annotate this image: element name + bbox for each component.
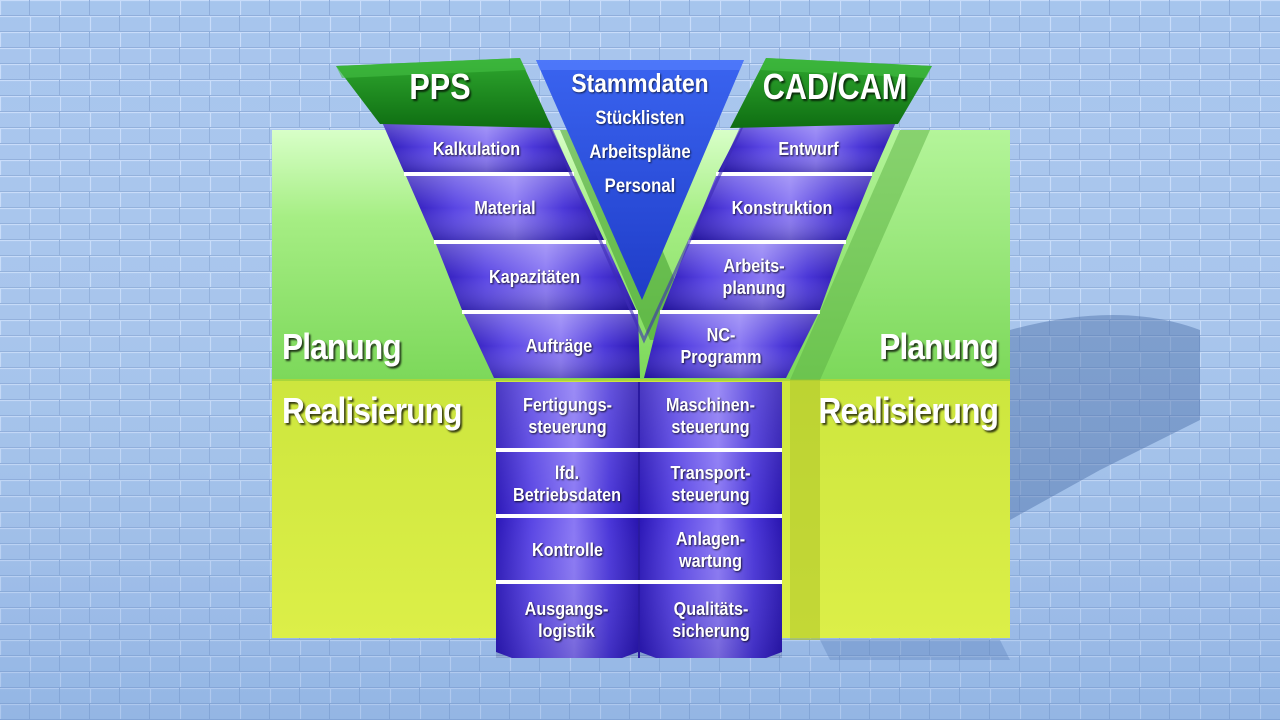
cadcam-item-work-planning: Arbeits- planung — [722, 256, 786, 298]
pps-arm — [382, 122, 640, 378]
realization-label-left: Realisierung — [282, 390, 462, 431]
pps-item-costing: Kalkulation — [433, 139, 521, 159]
master-data-item: Arbeitspläne — [589, 142, 691, 163]
planning-label-right: Planung — [879, 326, 999, 367]
trunk-right-item: Qualitäts- sicherung — [672, 599, 750, 641]
cadcam-header-shape — [730, 58, 932, 128]
pps-header: PPS — [409, 66, 471, 107]
trunk-left-item: Fertigungs- steuerung — [522, 395, 612, 437]
cadcam-item-construction: Konstruktion — [731, 198, 833, 218]
trunk-right-item: Anlagen- wartung — [676, 529, 746, 571]
cadcam-item-nc-program: NC- Programm — [680, 325, 762, 367]
pps-header-shape — [336, 58, 552, 128]
pps-item-material: Material — [474, 198, 536, 218]
trunk-right-item: Maschinen- steuerung — [666, 395, 756, 437]
trunk-right-item: Transport- steuerung — [670, 463, 752, 505]
cadcam-header: CAD/CAM — [762, 66, 908, 107]
master-data-triangle — [536, 60, 744, 300]
master-data-item: Personal — [604, 176, 676, 197]
cadcam-arm — [644, 122, 896, 378]
cadcam-item-design: Entwurf — [777, 139, 839, 159]
pps-item-orders: Aufträge — [525, 336, 593, 356]
master-data-item: Stücklisten — [595, 108, 685, 129]
planning-label-left: Planung — [282, 326, 402, 367]
trunk-left-item: lfd. Betriebsdaten — [512, 463, 622, 505]
pps-item-capacities: Kapazitäten — [489, 267, 581, 287]
trunk-left-item: Kontrolle — [531, 540, 603, 560]
realization-label-right: Realisierung — [818, 390, 998, 431]
trunk — [496, 382, 782, 658]
trunk-left-item: Ausgangs- logistik — [525, 599, 609, 641]
master-data-title: Stammdaten — [571, 68, 709, 98]
